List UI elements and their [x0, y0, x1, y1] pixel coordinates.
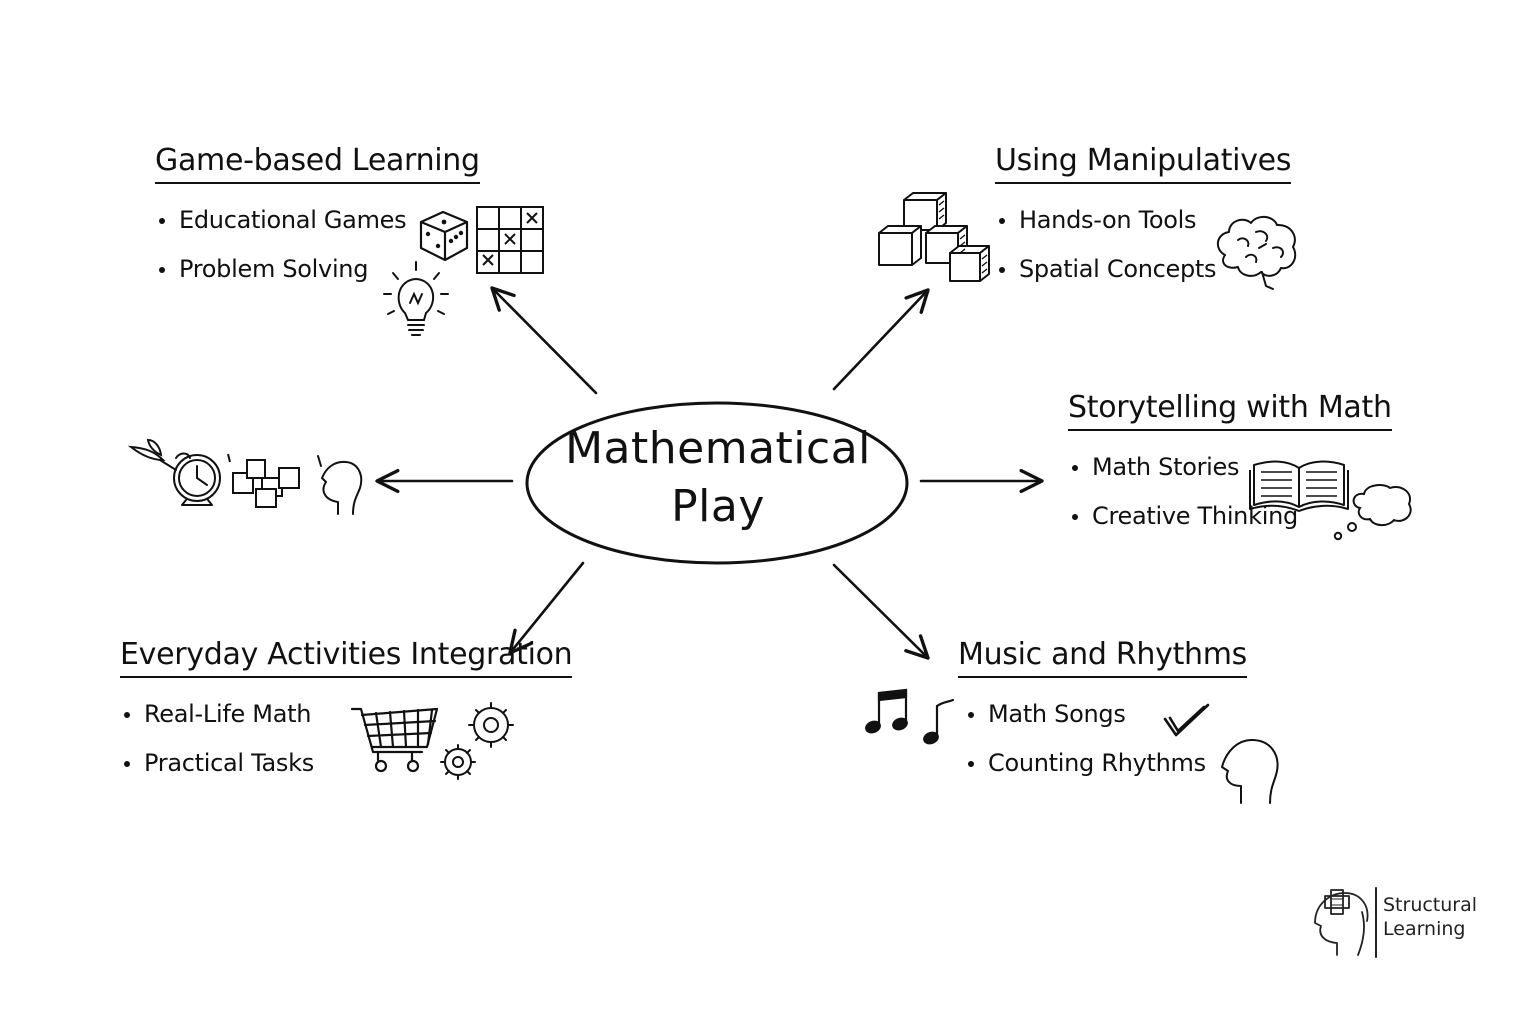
arrow-to-using-manipulatives: [832, 288, 930, 391]
list-item: Creative Thinking: [1068, 492, 1392, 541]
gears-icon: [440, 702, 514, 780]
list-item: Math Songs: [964, 690, 1247, 739]
center-title-line-1: Mathematical: [565, 423, 871, 474]
branch-everyday-activities-integration: Everyday Activities Integration Real-Lif…: [120, 637, 573, 788]
branch-title: Everyday Activities Integration: [120, 637, 573, 678]
puzzle-squares-icon: [227, 453, 300, 508]
list-item: Counting Rhythms: [964, 739, 1247, 788]
branch-storytelling-with-math: Storytelling with Math Math Stories Crea…: [1068, 390, 1392, 541]
stacked-blocks-icon: [878, 192, 990, 282]
branch-item-list: Math Songs Counting Rhythms: [964, 690, 1247, 788]
list-item: Practical Tasks: [120, 739, 572, 788]
arrow-to-music-and-rhythms: [832, 563, 930, 660]
branch-item-list: Real-Life Math Practical Tasks: [120, 690, 572, 788]
brand-line-1: Structural: [1383, 894, 1478, 916]
arrow-to-everyday-activities: [508, 561, 585, 655]
branch-title: Music and Rhythms: [958, 637, 1247, 678]
brand-line-2: Learning: [1383, 918, 1466, 940]
head-icon: [317, 455, 363, 515]
branch-item-list: Educational Games Problem Solving: [155, 196, 480, 294]
branch-using-manipulatives: Using Manipulatives Hands-on Tools Spati…: [995, 143, 1291, 294]
list-item: Problem Solving: [155, 245, 480, 294]
branch-item-list: Math Stories Creative Thinking: [1068, 443, 1392, 541]
center-node-label: Mathematical Play: [530, 420, 906, 536]
list-item: Real-Life Math: [120, 690, 572, 739]
thought-bubble-icon: [1333, 484, 1412, 541]
shopping-cart-icon: [350, 707, 439, 773]
list-item: Hands-on Tools: [995, 196, 1291, 245]
tic-tac-toe-grid-icon: [476, 206, 544, 274]
branch-item-list: Hands-on Tools Spatial Concepts: [995, 196, 1291, 294]
list-item: Spatial Concepts: [995, 245, 1291, 294]
checkmark-icon: [1163, 703, 1210, 737]
list-item: Educational Games: [155, 196, 480, 245]
head-icon: [1221, 739, 1279, 804]
apple-clock-icon: [127, 438, 221, 506]
brain-icon: [1217, 215, 1297, 290]
music-notes-icon: [865, 688, 955, 745]
branch-title: Using Manipulatives: [995, 143, 1291, 184]
arrow-to-game-based-learning: [490, 286, 598, 395]
list-item: Math Stories: [1068, 443, 1392, 492]
center-node-ellipse: [525, 401, 909, 565]
center-title-line-2: Play: [671, 481, 765, 532]
brand-wordmark: Structural Learning: [1383, 893, 1477, 941]
branch-title: Storytelling with Math: [1068, 390, 1392, 431]
branch-game-based-learning: Game-based Learning Educational Games Pr…: [155, 143, 480, 294]
open-book-icon: [1249, 460, 1349, 512]
lightbulb-icon: [383, 261, 449, 336]
branch-title: Game-based Learning: [155, 143, 480, 184]
branch-music-and-rhythms: Music and Rhythms Math Songs Counting Rh…: [958, 637, 1247, 788]
dice-icon: [419, 210, 469, 262]
brand-logo-icon: [1314, 887, 1377, 958]
